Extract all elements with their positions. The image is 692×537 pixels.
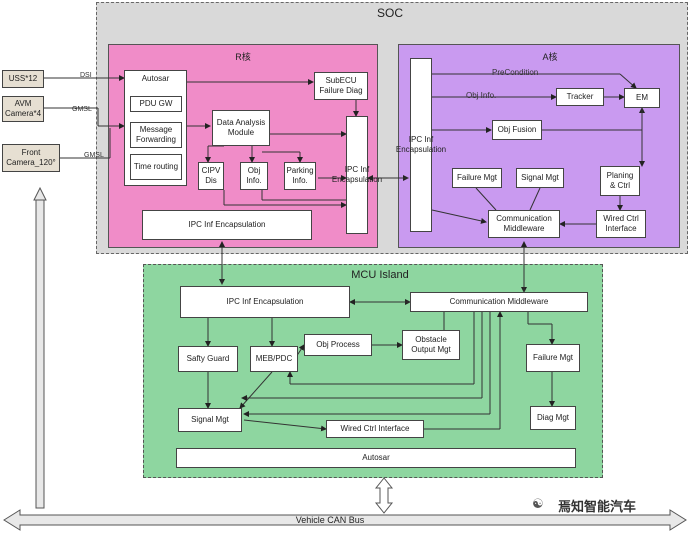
r-ipc-bottom: IPC Inf Encapsulation	[142, 210, 312, 240]
watermark-text: 焉知智能汽车	[558, 499, 637, 514]
mcu-autosar: Autosar	[176, 448, 576, 468]
r-pdu-gw: PDU GW	[130, 96, 182, 112]
vehicle-can-bus-label: Vehicle CAN Bus	[295, 515, 365, 525]
a-obj-info-label: Obj Info.	[466, 91, 497, 100]
dsi-label: DSI	[80, 72, 92, 79]
mcu-ipc: IPC Inf Encapsulation	[180, 286, 350, 318]
avm-camera: AVM Camera*4	[2, 96, 44, 122]
a-comm-middleware: Communication Middleware	[488, 210, 560, 238]
uss-sensor: USS*12	[2, 70, 44, 88]
a-wired-ctrl: Wired Ctrl Interface	[596, 210, 646, 238]
mcu-failure-mgt: Failure Mgt	[526, 344, 580, 372]
gmsl-label-2: GMSL	[84, 152, 104, 159]
mcu-comm-middleware: Communication Middleware	[410, 292, 588, 312]
a-tracker: Tracker	[556, 88, 604, 106]
r-subecu-diag: SubECU Failure Diag	[314, 72, 368, 100]
r-data-analysis: Data Analysis Module	[212, 110, 270, 146]
a-planing-ctrl: Planing & Ctrl	[600, 166, 640, 196]
mcu-title: MCU Island	[351, 269, 409, 281]
r-ipc-vertical: IPC Inf Encapsulation	[332, 116, 382, 234]
r-obj-info: Obj Info.	[240, 162, 268, 190]
a-failure-mgt: Failure Mgt	[452, 168, 502, 188]
r-parking-info: Parking Info.	[284, 162, 316, 190]
mcu-obstacle-output: Obstacle Output Mgt	[402, 330, 460, 360]
a-obj-fusion: Obj Fusion	[492, 120, 542, 140]
a-signal-mgt: Signal Mgt	[516, 168, 564, 188]
mcu-safty-guard: Safty Guard	[178, 346, 238, 372]
a-ipc-vertical: IPC Inf Encapsulation	[396, 58, 446, 232]
r-autosar-label: Autosar	[141, 74, 170, 83]
r-core-title: R核	[235, 52, 251, 62]
r-time-routing: Time routing	[130, 154, 182, 180]
soc-title: SOC	[376, 6, 403, 20]
gmsl-label-1: GMSL	[72, 106, 92, 113]
mcu-wired-ctrl: Wired Ctrl Interface	[326, 420, 424, 438]
r-cipv-dis: CIPV Dis	[198, 162, 224, 190]
mcu-obj-process: Obj Process	[304, 334, 372, 356]
a-em: EM	[624, 88, 660, 108]
watermark-icon: ☯	[532, 496, 544, 511]
a-core-title: A核	[542, 52, 558, 62]
front-camera: Front Camera_120°	[2, 144, 60, 172]
mcu-diag-mgt: Diag Mgt	[530, 406, 576, 430]
mcu-signal-mgt: Signal Mgt	[178, 408, 242, 432]
a-precondition-label: PreCondition	[492, 68, 539, 77]
r-message-forwarding: Message Forwarding	[130, 122, 182, 148]
mcu-meb-pdc: MEB/PDC	[250, 346, 298, 372]
